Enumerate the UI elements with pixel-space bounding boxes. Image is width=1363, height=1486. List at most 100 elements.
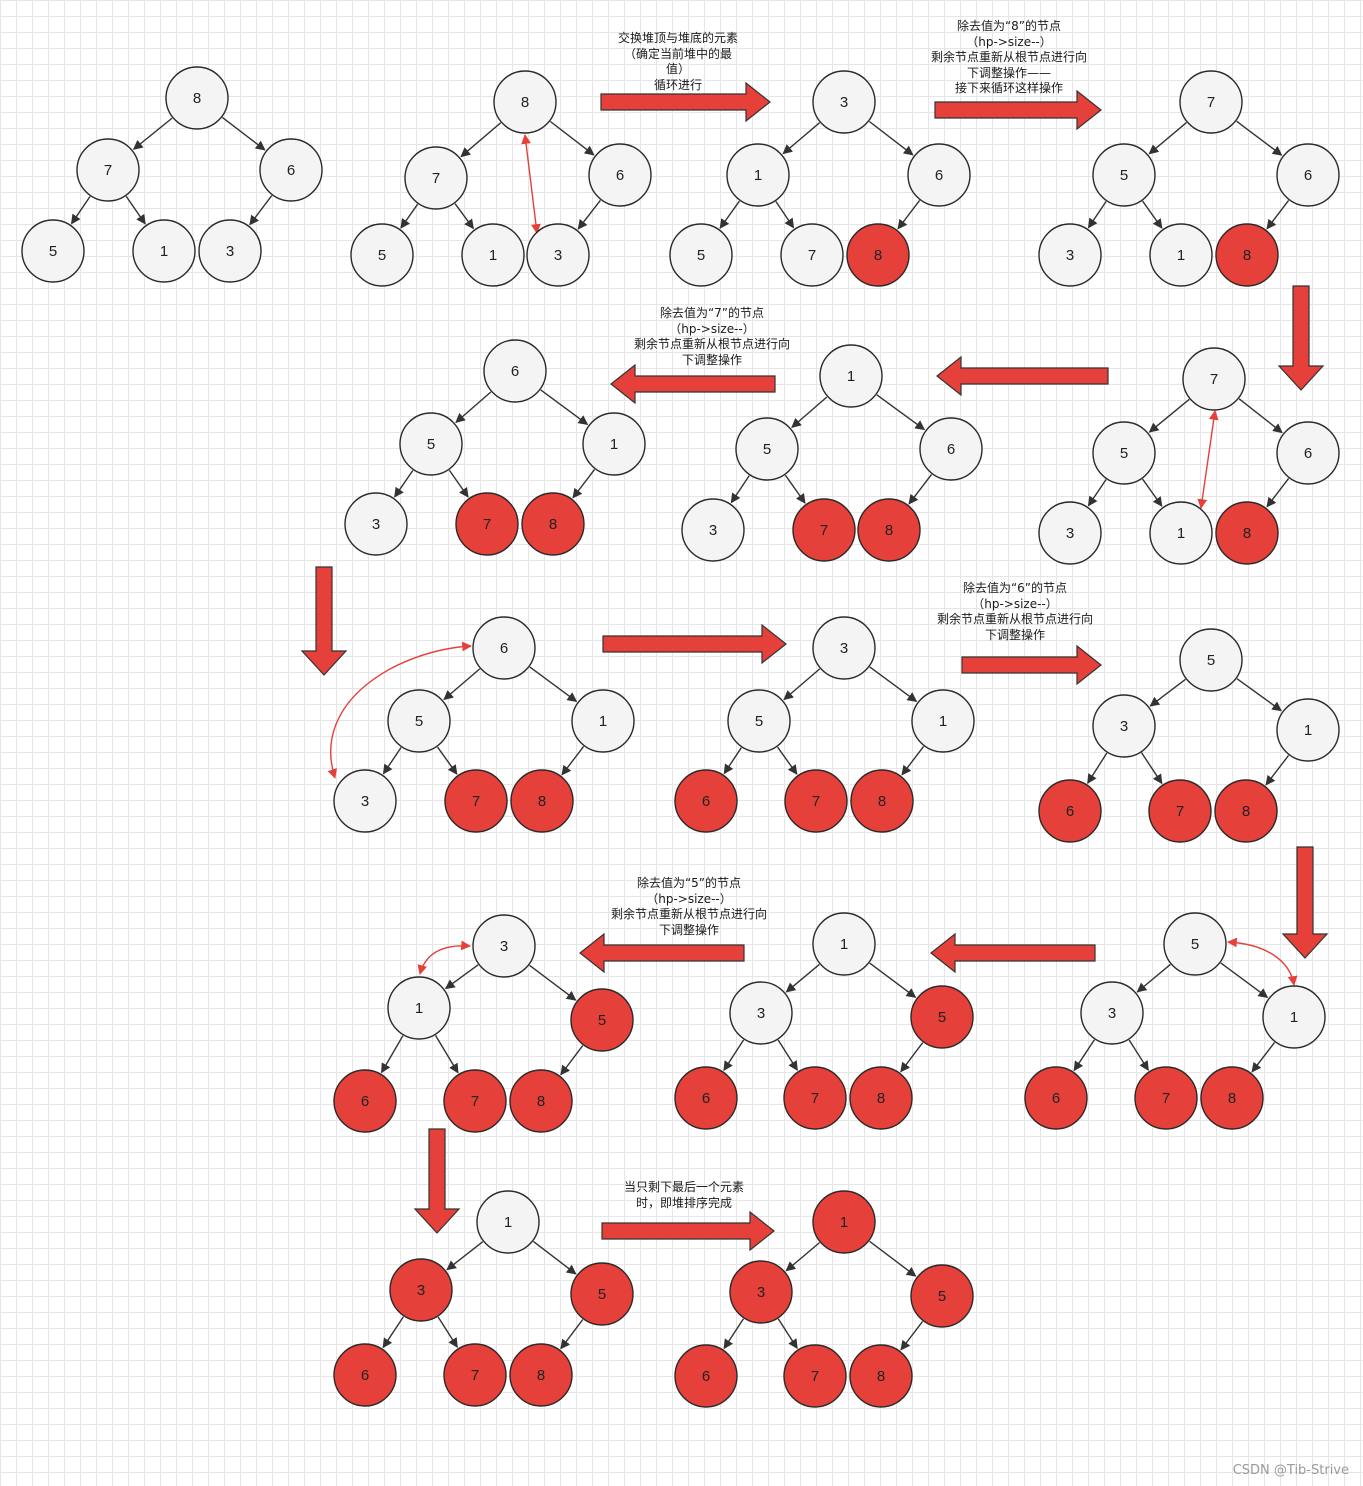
t13-node-d: 7: [443, 1069, 507, 1133]
t15-node-e-circle: [849, 1344, 913, 1408]
t3-node-d: 7: [780, 223, 844, 287]
t10-node-r: 5: [1179, 628, 1243, 692]
t11-node-b: 1: [1262, 985, 1326, 1049]
t5-node-r: 7: [1182, 347, 1246, 411]
t11-node-e: 8: [1200, 1066, 1264, 1130]
t14-node-e-circle: [509, 1343, 573, 1407]
t15-node-c: 6: [674, 1344, 738, 1408]
t3-node-d-circle: [780, 223, 844, 287]
t10-node-c-label: 6: [1066, 803, 1074, 820]
t11-node-r-label: 5: [1191, 936, 1199, 953]
t1-node-e-label: 3: [226, 243, 234, 260]
t12-node-d: 7: [783, 1066, 847, 1130]
t15-node-a-label: 3: [757, 1284, 765, 1301]
t2-node-d: 1: [461, 223, 525, 287]
t12-node-r-circle: [812, 912, 876, 976]
t11-edge-a-c: [1073, 1039, 1095, 1072]
t3-edge-b-e: [897, 200, 921, 230]
t8-edge-a-d: [436, 746, 458, 775]
t13-edge-a-d: [434, 1035, 459, 1074]
t8-node-a-circle: [387, 689, 451, 753]
t6-node-d-circle: [792, 498, 856, 562]
t2-node-b-circle: [588, 143, 652, 207]
t5-edge-a-c: [1087, 479, 1107, 507]
t8-node-e-label: 8: [538, 793, 546, 810]
t14-node-c-circle: [333, 1343, 397, 1407]
t7-node-a-label: 5: [427, 436, 435, 453]
arrow-left-4: [579, 932, 745, 974]
t14-node-d-circle: [443, 1343, 507, 1407]
t6-node-c: 3: [681, 498, 745, 562]
t14-node-a-label: 3: [417, 1282, 425, 1299]
t8-node-b-label: 1: [599, 713, 607, 730]
t15-node-r: 1: [812, 1190, 876, 1254]
t10-edge-a-c: [1087, 752, 1108, 784]
t1-node-d: 1: [132, 219, 196, 283]
swap-7-1: [1197, 410, 1219, 509]
t10-edge-b-e: [1265, 754, 1290, 786]
t5-node-c: 3: [1038, 501, 1102, 565]
t7-node-c-label: 3: [372, 516, 380, 533]
t6-node-b-label: 6: [947, 441, 955, 458]
swap-3-1: [417, 940, 471, 975]
t1-node-c-label: 5: [49, 243, 57, 260]
t4-node-r: 7: [1179, 70, 1243, 134]
t14-node-c: 6: [333, 1343, 397, 1407]
t2-node-b: 6: [588, 143, 652, 207]
t10-node-c: 6: [1038, 779, 1102, 843]
t2-node-a: 7: [404, 146, 468, 210]
note-remove-5: 除去值为“5”的节点 （hp->size--） 剩余节点重新从根节点进行向 下调…: [610, 876, 767, 937]
t13-edge-r-a: [444, 964, 479, 990]
t14-node-a: 3: [389, 1258, 453, 1322]
t2-node-d-label: 1: [489, 247, 497, 264]
t15-node-b: 5: [910, 1264, 974, 1328]
t14-node-e: 8: [509, 1343, 573, 1407]
t8-edge-r-b: [529, 666, 578, 702]
t5-node-e: 8: [1215, 501, 1279, 565]
t9-node-e: 8: [850, 769, 914, 833]
t10-node-e-circle: [1214, 779, 1278, 843]
t4-edge-b-e: [1266, 200, 1290, 230]
t13-node-r: 3: [472, 914, 536, 978]
t8-edge-b-e: [561, 746, 585, 776]
t5-node-e-circle: [1215, 501, 1279, 565]
t7-node-d-circle: [455, 492, 519, 556]
note-swap-top-bottom: 交换堆顶与堆底的元素 （确定当前堆中的最 值） 循环进行: [617, 31, 738, 92]
t4-node-d-label: 1: [1177, 247, 1185, 264]
t14-edge-b-e: [560, 1319, 584, 1350]
t9-edge-a-d: [776, 746, 798, 775]
t12-node-r-label: 1: [840, 936, 848, 953]
t2-node-e-circle: [526, 223, 590, 287]
t12-node-d-label: 7: [811, 1090, 819, 1107]
t11-node-b-label: 1: [1290, 1009, 1298, 1026]
t7-node-r-label: 6: [511, 363, 519, 380]
t9-node-c-label: 6: [702, 793, 710, 810]
t8-node-c: 3: [333, 769, 397, 833]
t1-node-a: 7: [76, 138, 140, 202]
t15-node-b-label: 5: [938, 1288, 946, 1305]
t13-node-a: 1: [387, 976, 451, 1040]
t5-node-a-circle: [1092, 421, 1156, 485]
t7-node-b-label: 1: [610, 436, 618, 453]
t8-node-r-label: 6: [500, 640, 508, 657]
t1-node-e: 3: [198, 219, 262, 283]
t6-node-a-label: 5: [763, 441, 771, 458]
t13-node-a-circle: [387, 976, 451, 1040]
t3-node-e-label: 8: [874, 247, 882, 264]
t14-edge-a-d: [437, 1316, 458, 1348]
t15-edge-b-e: [900, 1321, 924, 1351]
t6-node-e-label: 8: [885, 522, 893, 539]
t3-node-b-label: 6: [935, 167, 943, 184]
t1-node-r: 8: [165, 66, 229, 130]
t7-node-e-label: 8: [549, 516, 557, 533]
swap-6-3: [327, 641, 472, 779]
t5-node-b-circle: [1276, 421, 1340, 485]
t3-node-b-circle: [907, 143, 971, 207]
t3-edge-r-a: [782, 122, 821, 155]
t15-node-r-circle: [812, 1190, 876, 1254]
t7-node-e-circle: [521, 492, 585, 556]
t9-node-a-circle: [727, 689, 791, 753]
t9-node-d: 7: [784, 769, 848, 833]
t1-node-b-circle: [259, 138, 323, 202]
t1-node-d-label: 1: [160, 243, 168, 260]
